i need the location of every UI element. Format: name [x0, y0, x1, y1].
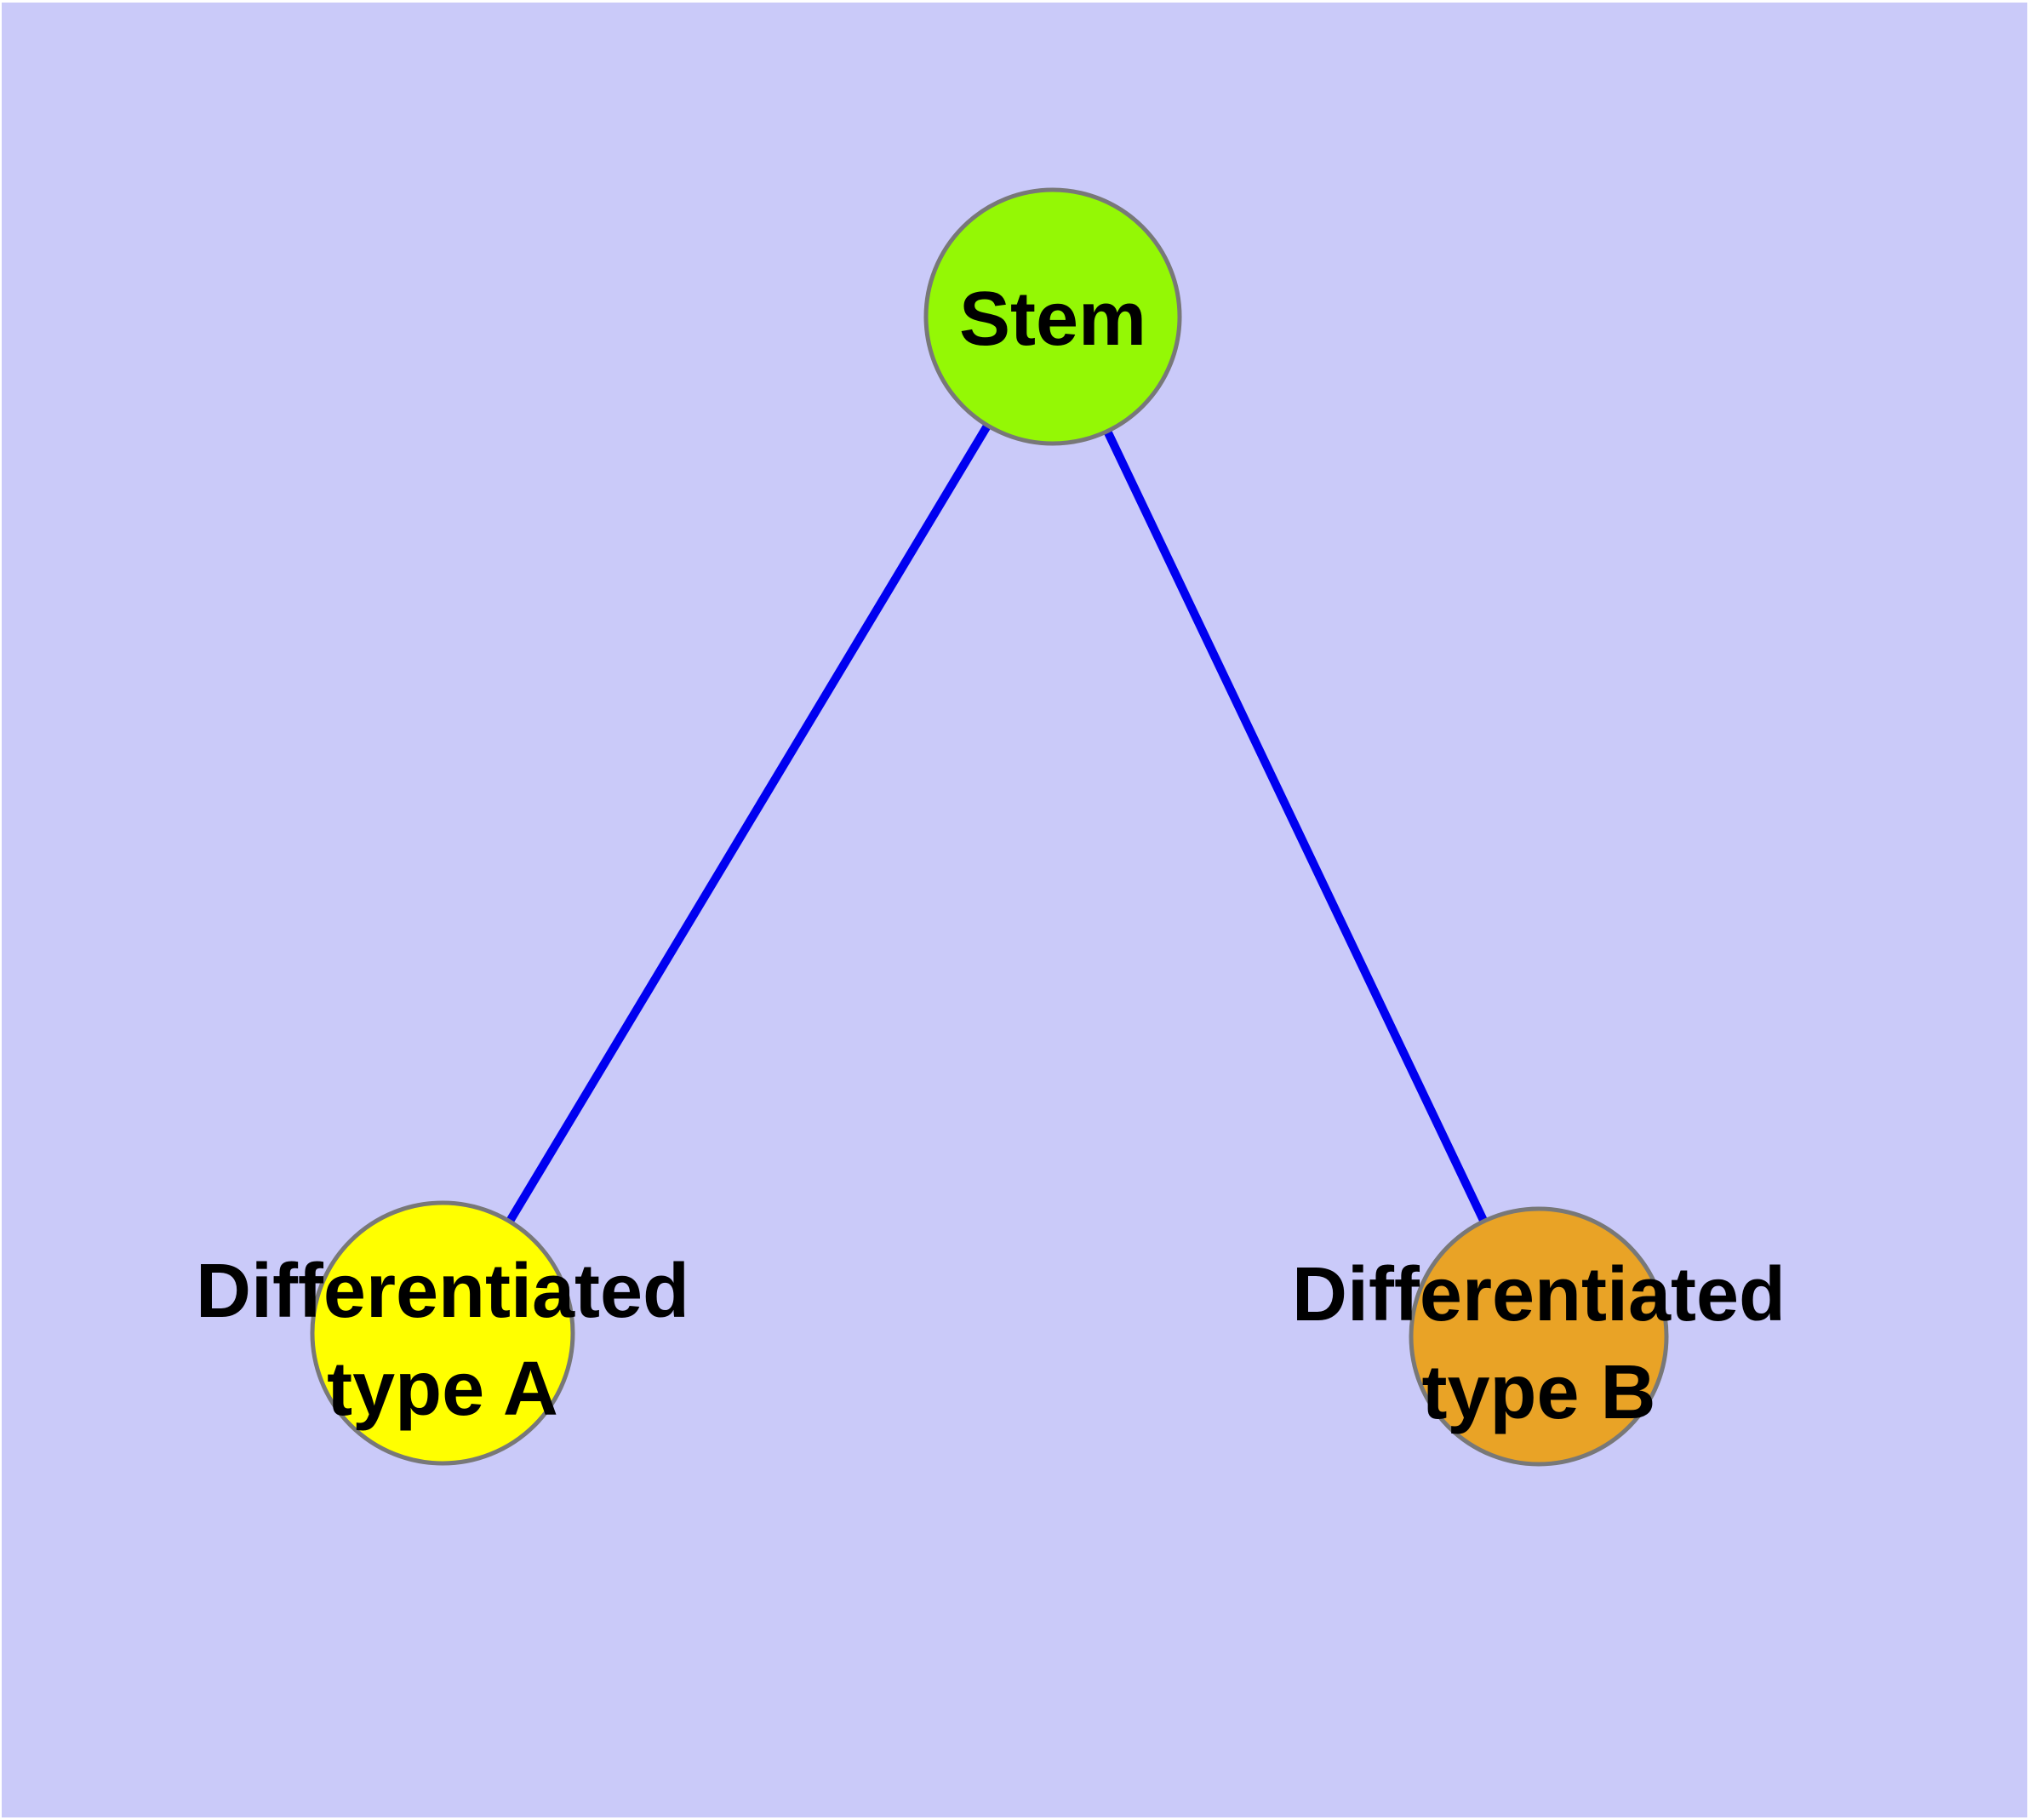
node-type-a-label-line1: Differentiated [196, 1249, 689, 1334]
node-type-b-label-line1: Differentiated [1292, 1252, 1786, 1337]
edge-stem-to-type-b [1049, 314, 1543, 1339]
edge-stem-to-type-a [438, 314, 1057, 1336]
node-type-b-label-line2: type B [1421, 1350, 1655, 1435]
node-type-a-label-line2: type A [327, 1347, 558, 1432]
node-stem-circle [923, 187, 1182, 446]
node-type-b-circle [1409, 1206, 1669, 1467]
node-stem-label: Stem [959, 277, 1146, 362]
node-type-a-circle [310, 1200, 575, 1466]
